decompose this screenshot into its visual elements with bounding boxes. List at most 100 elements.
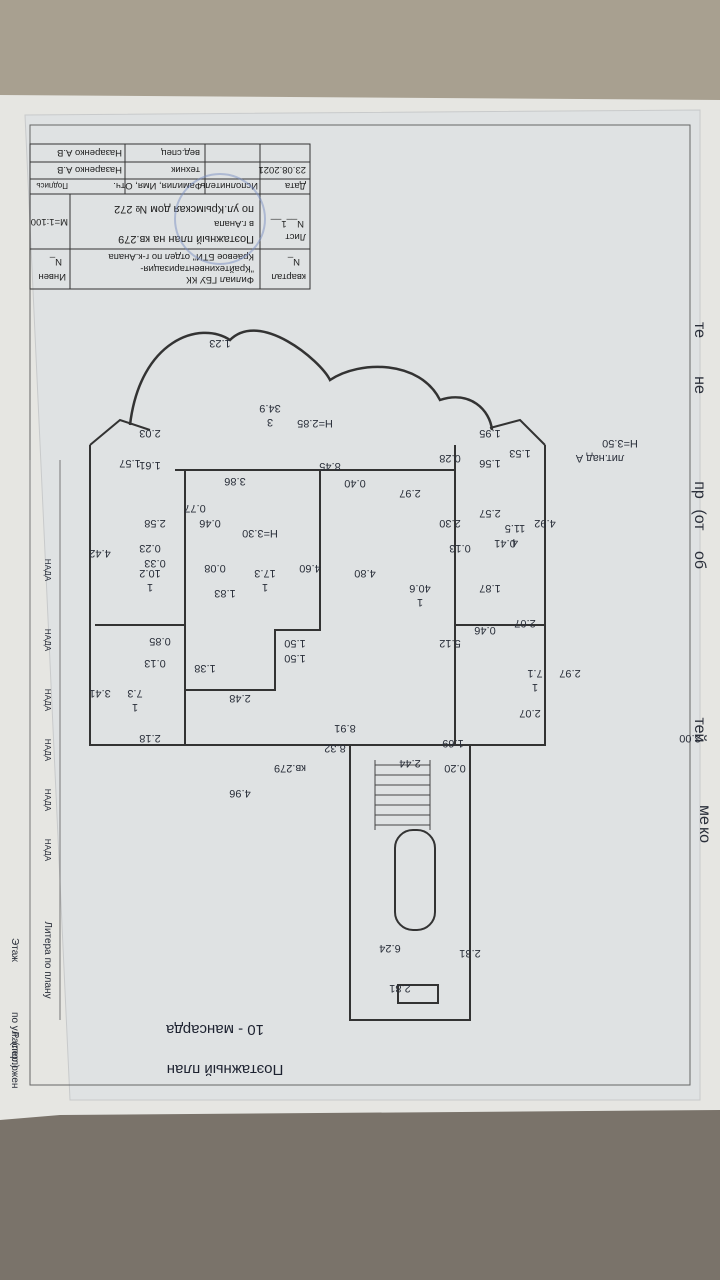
dimension-label: 0.33	[144, 557, 165, 569]
dimension-label: 4.96	[229, 787, 250, 799]
table-surface	[0, 0, 720, 110]
under-page-fragment: те	[691, 322, 708, 338]
room-area: 40.6	[409, 582, 430, 594]
dimension-label: 0.46	[199, 517, 220, 529]
dimension-label: 1.50	[284, 637, 305, 649]
under-page-fragment: об	[691, 551, 708, 569]
height-label: лит.над А	[575, 452, 624, 464]
dimension-label: 2.03	[139, 427, 160, 439]
table-cell: НАДА	[43, 839, 52, 862]
tb-scale: М=1:100	[31, 216, 68, 227]
tb-exec-h: Исполнитель	[200, 180, 258, 191]
dimension-label: 0.46	[474, 624, 495, 636]
dimension-label: 0.85	[149, 635, 170, 647]
tb-org1: Филиал ГБУ КК	[186, 274, 254, 285]
dimension-label: 0.20	[444, 762, 465, 774]
dimension-label: 0.41	[494, 537, 515, 549]
dimension-label: 4.42	[89, 547, 110, 559]
height-label: H=3.50	[602, 437, 638, 449]
room-number: 1	[132, 701, 138, 713]
under-page-fragment: тей	[691, 718, 708, 743]
dimension-label: 2.44	[399, 757, 420, 769]
dimension-label: 2.18	[139, 732, 160, 744]
tb-plan-title: Поэтажный план на кв.279	[118, 233, 254, 245]
stamp	[174, 173, 266, 265]
dimension-label: 8.45	[319, 460, 340, 472]
under-page-fragment: ко	[696, 827, 713, 843]
dimension-label: 1.87	[479, 582, 500, 594]
floor-plan	[89, 329, 546, 1021]
tb-org2: "Крайтехинвентаризация-	[140, 263, 254, 274]
dimension-label: 2.07	[519, 707, 540, 719]
dimension-label: 3.41	[89, 687, 110, 699]
dimension-label: 3.86	[224, 475, 245, 487]
under-page-fragment: по ул. (пер.)	[9, 1012, 20, 1068]
dimension-label: 4.92	[534, 517, 555, 529]
dimension-label: 2.31	[459, 947, 480, 959]
dimension-label: 1.56	[479, 457, 500, 469]
dimension-label: 2.97	[559, 667, 580, 679]
tb-name-h: Фамилия, Имя, Отч.	[113, 180, 202, 191]
dimension-label: 0.77	[184, 502, 205, 514]
dimension-label: 1.57	[119, 457, 140, 469]
dimension-label: 1.53	[509, 447, 530, 459]
room-area: 11.5	[505, 522, 526, 534]
tb-date: 23.08.2021	[258, 164, 306, 175]
tb-list-no: N__1__	[270, 218, 304, 229]
dimension-label: 8.91	[334, 722, 355, 734]
dimension-label: 2.81	[389, 982, 410, 994]
dimension-label: 2.07	[514, 617, 535, 629]
room-area: 17.3	[254, 567, 275, 579]
dimension-label: 1.95	[479, 427, 500, 439]
plan-labels: 1.23 8.45 3.86 0.40 2.97 0.28 1.95 1.53 1.56 2.03…	[89, 337, 700, 994]
room-area: 10.2	[139, 567, 160, 579]
room-number: 1	[532, 681, 538, 693]
dimension-label: 1.38	[194, 662, 215, 674]
floor-label: 10 - мансарда	[165, 1021, 264, 1038]
table-cell: НАДА	[43, 739, 52, 762]
dimension-label: 0.08	[204, 562, 225, 574]
dimension-label: 1.50	[284, 652, 305, 664]
room-area: 7.3	[127, 687, 142, 699]
plan-sheet	[24, 109, 701, 1101]
tb-kvartal: квартал	[271, 271, 306, 282]
dimension-label: 0.13	[449, 542, 470, 554]
dimension-label: 0.13	[144, 657, 165, 669]
dimension-label: 2.97	[399, 487, 420, 499]
tb-city: в г.Анапа	[213, 218, 254, 229]
apartment-label: кв.279	[274, 762, 306, 774]
stairs	[374, 760, 431, 830]
table-surface-bottom	[0, 1100, 720, 1280]
tb-n2: N_	[49, 256, 62, 267]
dimension-label: 1.23	[209, 337, 230, 349]
table-cell: НАДА	[43, 689, 52, 712]
dimension-label: 3.00	[679, 732, 700, 744]
dimension-label: 2.57	[479, 507, 500, 519]
title-block: квартал N_ Инвен N_ Филиал ГБУ КК "Крайт…	[29, 143, 311, 290]
under-page-fragment: Этаж	[9, 938, 20, 962]
tb-n1: N_	[287, 256, 300, 267]
tb-person1: Назаренко А.В	[57, 164, 122, 175]
dimension-label: 0.40	[344, 477, 365, 489]
dimension-label: 0.23	[139, 542, 160, 554]
dimension-label: 2.30	[439, 517, 460, 529]
under-page-table	[29, 460, 61, 1020]
dimension-label: 4.60	[299, 562, 320, 574]
dimension-label: 2.48	[229, 692, 250, 704]
dimension-label: 8.32	[324, 742, 345, 754]
dimension-label: 0.28	[439, 452, 460, 464]
height-label: H=2.85	[297, 417, 333, 429]
dimension-label: 5.12	[439, 637, 460, 649]
room-number: 4	[512, 536, 518, 548]
dimension-label: 4.80	[354, 567, 375, 579]
room-number: 1	[417, 596, 423, 608]
room-number: 1	[262, 581, 268, 593]
tb-role1: техник	[170, 164, 200, 175]
sheet-title: Поэтажный план	[167, 1061, 284, 1078]
tb-address: по ул.Крымская дом № 272	[114, 203, 254, 215]
dimension-label: 2.58	[144, 517, 165, 529]
under-page-fragment: Расположен	[9, 1032, 20, 1089]
dimension-label: 1.83	[214, 587, 235, 599]
